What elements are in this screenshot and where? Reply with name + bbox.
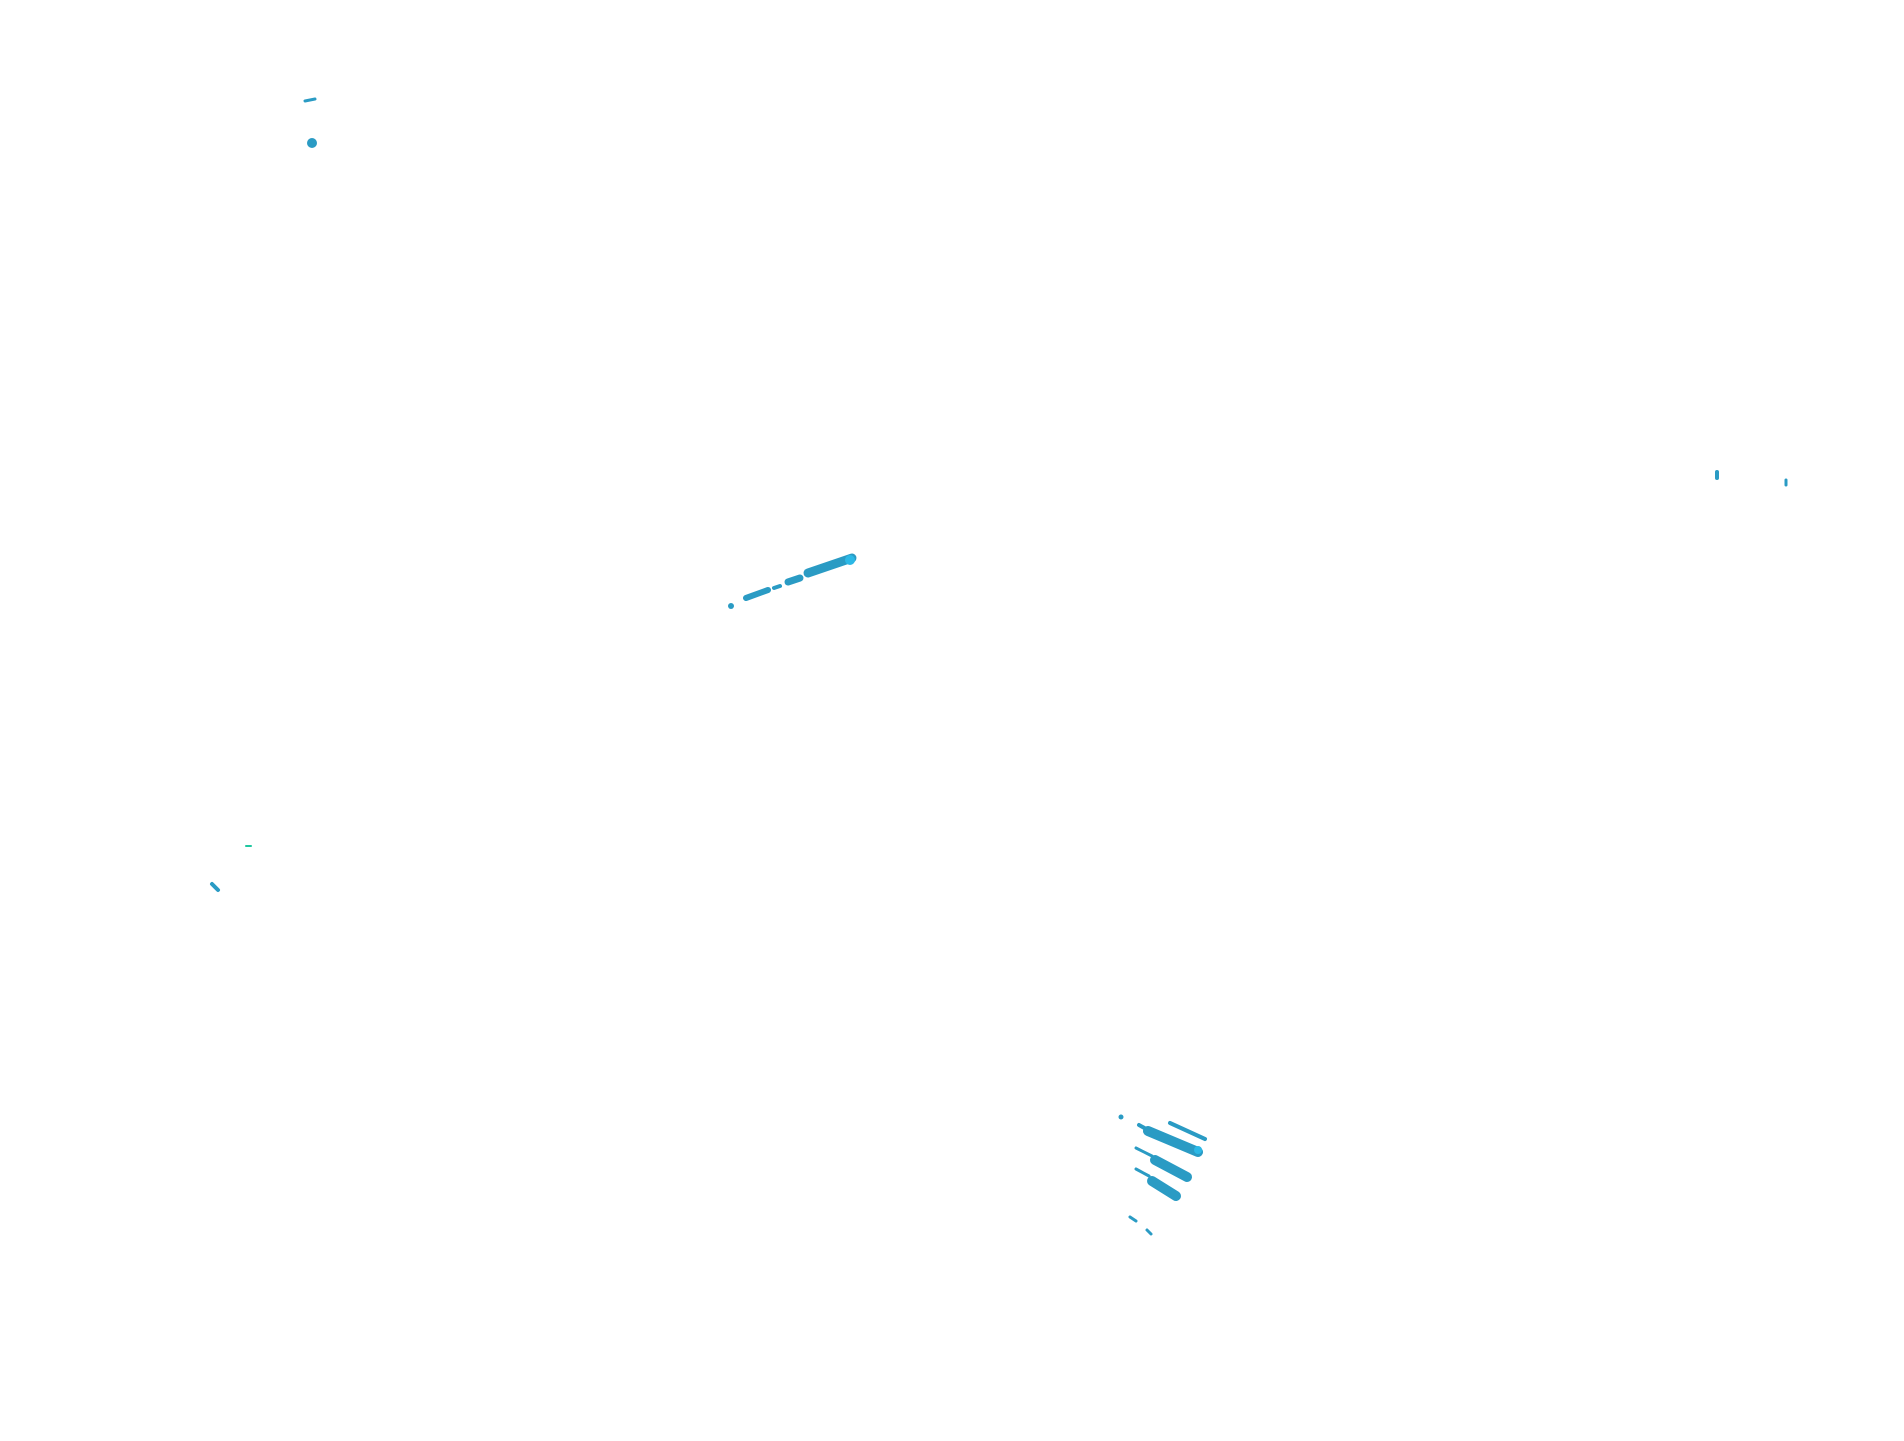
- blob-top-left: [307, 138, 317, 148]
- blob-bottom-stroke-top: [1168, 1121, 1207, 1141]
- blob-left-1: [210, 882, 220, 892]
- blob-group: [210, 97, 1788, 1236]
- blob-bottom-dot: [1118, 1114, 1124, 1120]
- blob-bottom-highlight: [1194, 1146, 1202, 1154]
- blob-bottom-stroke-1: [1143, 1126, 1203, 1157]
- blob-center-seg-4: [803, 553, 857, 578]
- blob-center-seg-2: [772, 584, 782, 590]
- blob-center-tip: [728, 603, 734, 609]
- blob-bottom-small-1: [1128, 1215, 1138, 1223]
- blob-top-left-small: [303, 97, 317, 103]
- blob-bottom-small-2: [1145, 1228, 1153, 1236]
- blob-center-highlight: [845, 555, 855, 565]
- blob-center-seg-1: [743, 587, 771, 601]
- blob-bottom-stroke-3a: [1134, 1167, 1151, 1178]
- blob-bottom-stroke-3: [1147, 1176, 1181, 1201]
- blob-bottom-stroke-2a: [1134, 1146, 1154, 1158]
- blob-center-seg-3: [784, 574, 804, 586]
- blob-bottom-stroke-2: [1150, 1155, 1192, 1182]
